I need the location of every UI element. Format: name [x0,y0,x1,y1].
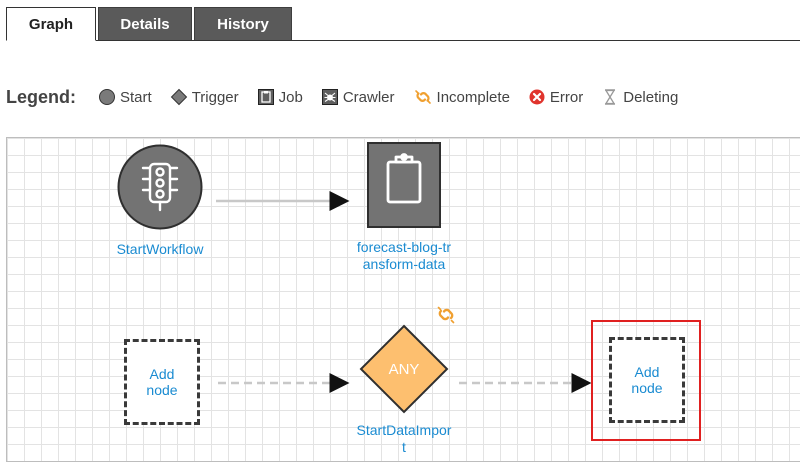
trigger-type-text: ANY [389,361,420,378]
add-node-right-line1: Add [634,364,660,380]
job-clipboard-icon [257,89,274,105]
legend-item-error: Error [528,88,583,106]
selected-node-highlight [591,320,701,441]
add-node-button-left[interactable]: Add node [124,339,200,425]
start-node[interactable] [117,144,203,230]
add-node-button-right[interactable]: Add node [609,337,685,423]
crawler-icon [321,89,338,105]
add-node-left-line2: node [146,382,178,398]
clipboard-icon [386,153,422,204]
legend-label-job: Job [278,88,303,106]
legend-item-trigger: Trigger [170,88,239,106]
start-node-label-text: StartWorkflow [116,241,204,257]
trigger-node-label-line2: t [402,439,406,455]
start-node-label[interactable]: StartWorkflow [97,241,223,258]
tab-graph[interactable]: Graph [6,7,96,41]
start-circle-icon [99,89,115,105]
legend-label-error: Error [549,88,584,106]
legend: Legend: Start Trigger Job Crawler [6,84,696,110]
tab-divider [6,40,800,41]
trigger-node-label-line1: StartDataImpor [356,422,452,438]
legend-label-start: Start [120,88,152,106]
legend-item-deleting: Deleting [601,88,678,106]
trigger-node[interactable]: ANY [359,324,449,414]
legend-item-job: Job [257,88,303,106]
tab-history[interactable]: History [194,7,292,41]
trigger-diamond-icon [170,88,187,106]
traffic-light-icon [141,162,179,212]
legend-label-deleting: Deleting [623,88,679,106]
job-node-label-line2: ansform-data [362,256,446,272]
legend-label-crawler: Crawler [342,88,395,106]
legend-item-incomplete: Incomplete [413,88,510,106]
tab-details[interactable]: Details [98,7,192,41]
job-node[interactable] [367,142,441,228]
legend-label-incomplete: Incomplete [436,88,510,106]
add-node-right-line2: node [631,380,663,396]
job-node-label-line1: forecast-blog-tr [356,239,452,255]
legend-item-start: Start [98,88,152,106]
tab-bar: Graph Details History [0,0,800,42]
graph-edges [216,191,592,393]
legend-title: Legend: [6,86,76,107]
add-node-left-line1: Add [149,366,175,382]
legend-item-crawler: Crawler [321,88,395,106]
incomplete-link-icon[interactable] [435,304,457,326]
job-node-label[interactable]: forecast-blog-tr ansform-data [337,239,471,273]
error-x-icon [529,89,545,105]
workflow-graph-canvas[interactable]: StartWorkflow forecast-blog-tr ansform-d… [6,137,800,462]
trigger-node-label[interactable]: StartDataImpor t [337,422,471,456]
legend-label-trigger: Trigger [191,88,239,106]
hourglass-icon [605,89,616,105]
link-icon [414,90,431,104]
